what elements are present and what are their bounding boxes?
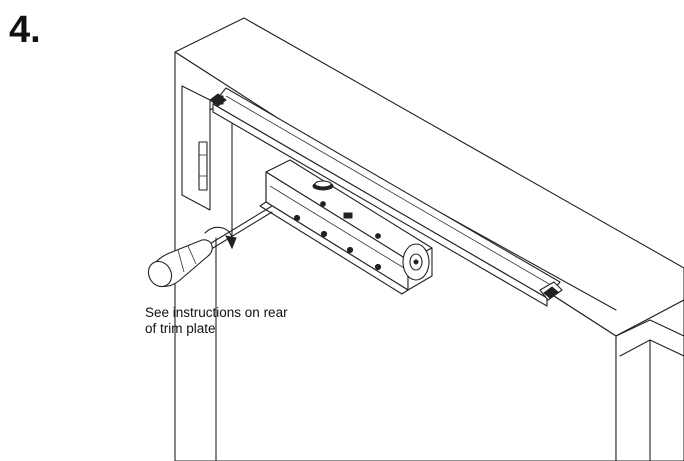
screwdriver-icon	[147, 205, 273, 288]
hinge	[198, 141, 208, 191]
caption-line-1: See instructions on rear	[145, 305, 288, 320]
closer-body	[259, 159, 433, 295]
door-frame	[174, 17, 684, 461]
step-number: 4.	[9, 9, 41, 51]
caption-line-2: of trim plate	[145, 321, 216, 336]
caption: See instructions on rear of trim plate	[145, 305, 325, 337]
closer-rail	[209, 87, 563, 307]
